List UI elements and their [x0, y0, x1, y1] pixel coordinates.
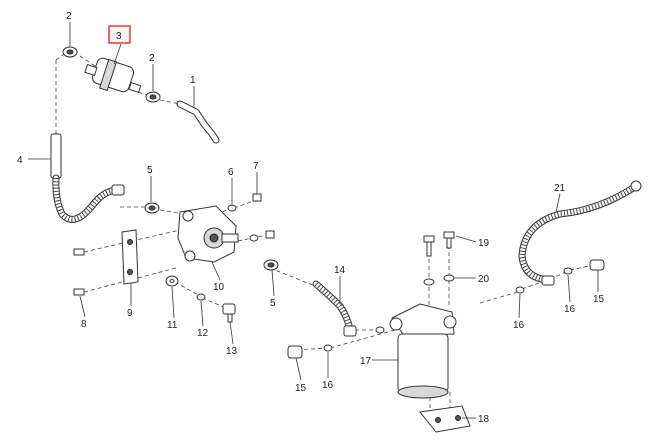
callout-21[interactable]: 21 — [554, 183, 566, 194]
leader-lines — [28, 22, 599, 419]
assembly-lines — [55, 49, 595, 410]
clip-5-part — [144, 202, 279, 271]
bolt-8-part — [73, 248, 85, 296]
callout-20[interactable]: 20 — [478, 274, 490, 285]
long-hose-part — [50, 133, 125, 223]
callout-10[interactable]: 10 — [213, 282, 225, 293]
callout-11[interactable]: 11 — [167, 320, 178, 331]
callout-14[interactable]: 14 — [334, 265, 346, 276]
callout-13[interactable]: 13 — [226, 346, 238, 357]
callout-7[interactable]: 7 — [253, 161, 259, 172]
callout-5b[interactable]: 5 — [270, 298, 276, 309]
fuel-pump-part — [177, 205, 239, 263]
mount-bracket-part — [419, 405, 471, 433]
fuel-filter-part — [84, 57, 142, 93]
callout-5a[interactable]: 5 — [147, 165, 153, 176]
callout-2a[interactable]: 2 — [66, 11, 72, 22]
right-hose-part — [518, 180, 642, 286]
filter-housing-part — [389, 303, 457, 399]
callout-6[interactable]: 6 — [228, 167, 234, 178]
bracket-part — [121, 229, 139, 285]
callout-3[interactable]: 3 — [116, 31, 122, 42]
middle-hose-part — [312, 280, 385, 337]
right-fittings-part — [515, 259, 605, 294]
callout-12[interactable]: 12 — [197, 328, 209, 339]
highlight-box — [108, 25, 131, 44]
callout-2b[interactable]: 2 — [149, 53, 155, 64]
callout-9[interactable]: 9 — [127, 308, 133, 319]
small-hardware-part — [165, 275, 236, 323]
washer-nut-part — [227, 193, 275, 242]
callout-19[interactable]: 19 — [478, 238, 490, 249]
callout-17[interactable]: 17 — [360, 356, 372, 367]
callout-1[interactable]: 1 — [190, 75, 196, 86]
bolt-19-part — [423, 231, 455, 286]
hose-clip-part — [62, 46, 161, 103]
plug-15-part — [287, 344, 333, 359]
callout-15a[interactable]: 15 — [295, 383, 307, 394]
callout-8[interactable]: 8 — [81, 319, 87, 330]
callout-labels: 2 3 2 1 4 5 6 7 10 14 5 8 9 11 12 13 15 … — [17, 11, 605, 425]
callout-18[interactable]: 18 — [478, 414, 490, 425]
callout-4[interactable]: 4 — [17, 155, 23, 166]
short-hose-part — [176, 100, 220, 144]
callout-16b[interactable]: 16 — [513, 320, 525, 331]
callout-16c[interactable]: 16 — [564, 304, 576, 315]
callout-16a[interactable]: 16 — [322, 380, 334, 391]
callout-15b[interactable]: 15 — [593, 294, 605, 305]
